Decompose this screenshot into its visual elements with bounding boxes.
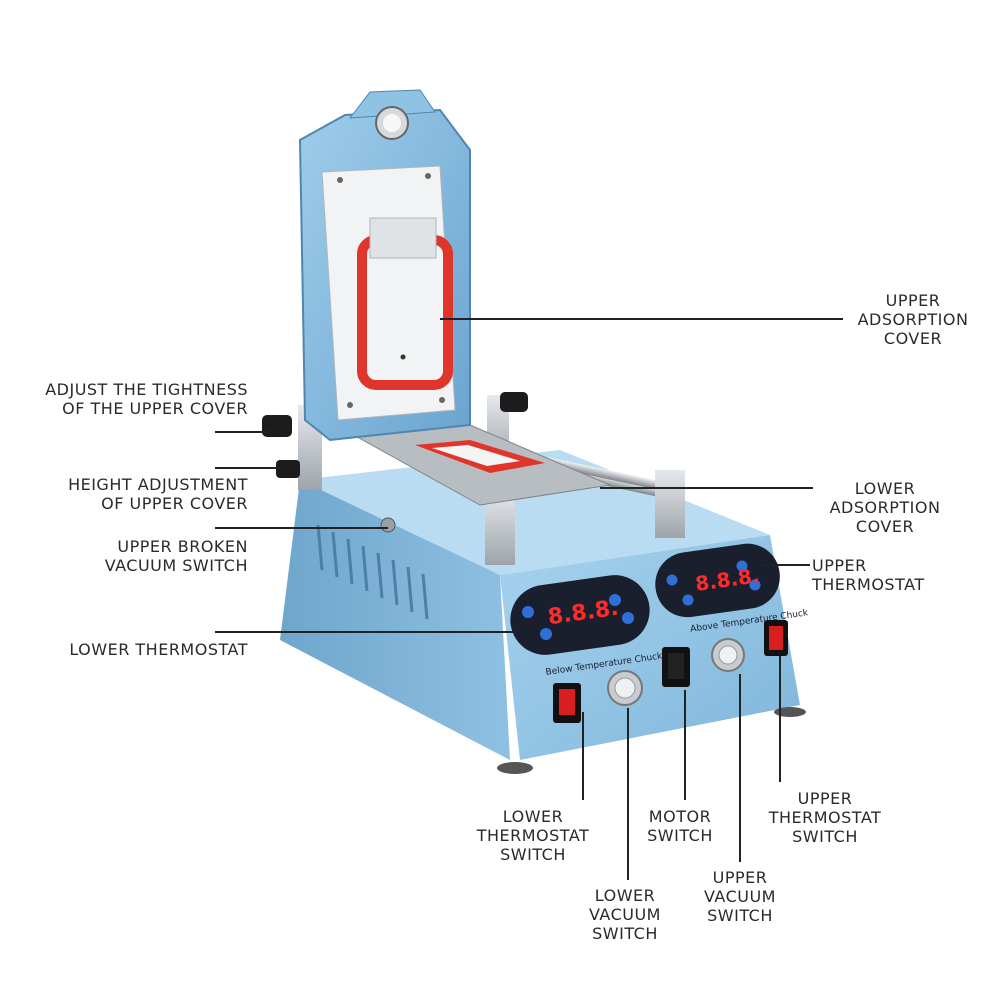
label-height-adjustment: HEIGHT ADJUSTMENT OF UPPER COVER	[68, 475, 248, 513]
upper-broken-vacuum-knob	[380, 517, 396, 533]
base-side	[280, 480, 510, 760]
label-lower-thermostat-switch: LOWER THERMOSTAT SWITCH	[476, 807, 590, 864]
leader-lines	[215, 318, 843, 880]
label-lower-vacuum-switch: LOWER VACUUM SWITCH	[589, 886, 661, 943]
label-upper-vacuum-switch: UPPER VACUUM SWITCH	[704, 868, 776, 925]
side-vents	[316, 524, 429, 620]
label-upper-thermostat-switch: UPPER THERMOSTAT SWITCH	[768, 789, 882, 846]
label-lower-thermostat: LOWER THERMOSTAT	[69, 640, 248, 659]
label-upper-thermostat: UPPER THERMOSTAT	[812, 556, 925, 594]
label-upper-broken-vacuum-switch: UPPER BROKEN VACUUM SWITCH	[104, 537, 248, 575]
label-upper-adsorption-cover: UPPER ADSORPTION COVER	[857, 291, 969, 348]
post-front-right	[655, 470, 685, 538]
label-motor-switch: MOTOR SWITCH	[647, 807, 713, 845]
label-lower-adsorption-cover: LOWER ADSORPTION COVER	[829, 479, 941, 536]
label-adjust-tightness: ADJUST THE TIGHTNESS OF THE UPPER COVER	[45, 380, 248, 418]
base-top	[300, 450, 770, 575]
